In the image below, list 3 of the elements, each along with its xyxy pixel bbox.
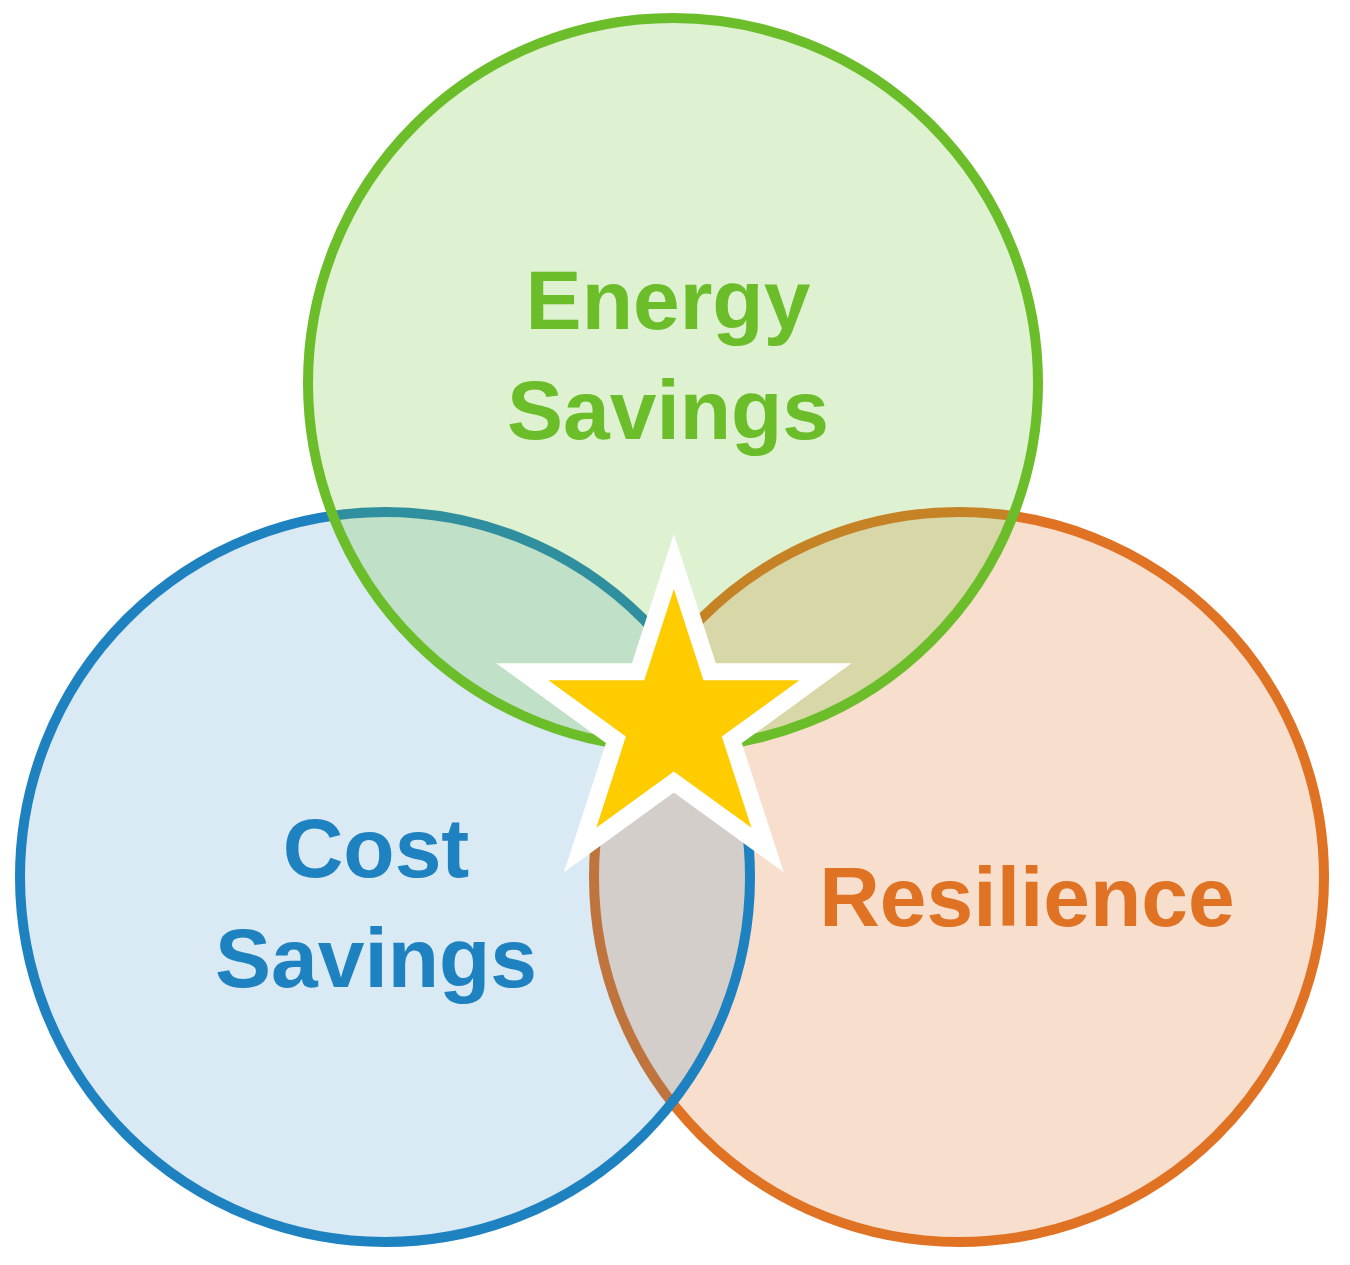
- set-label: Resilience: [818, 849, 1236, 946]
- set-label: Energy Savings: [505, 252, 831, 459]
- set-label: Cost Savings: [213, 800, 539, 1007]
